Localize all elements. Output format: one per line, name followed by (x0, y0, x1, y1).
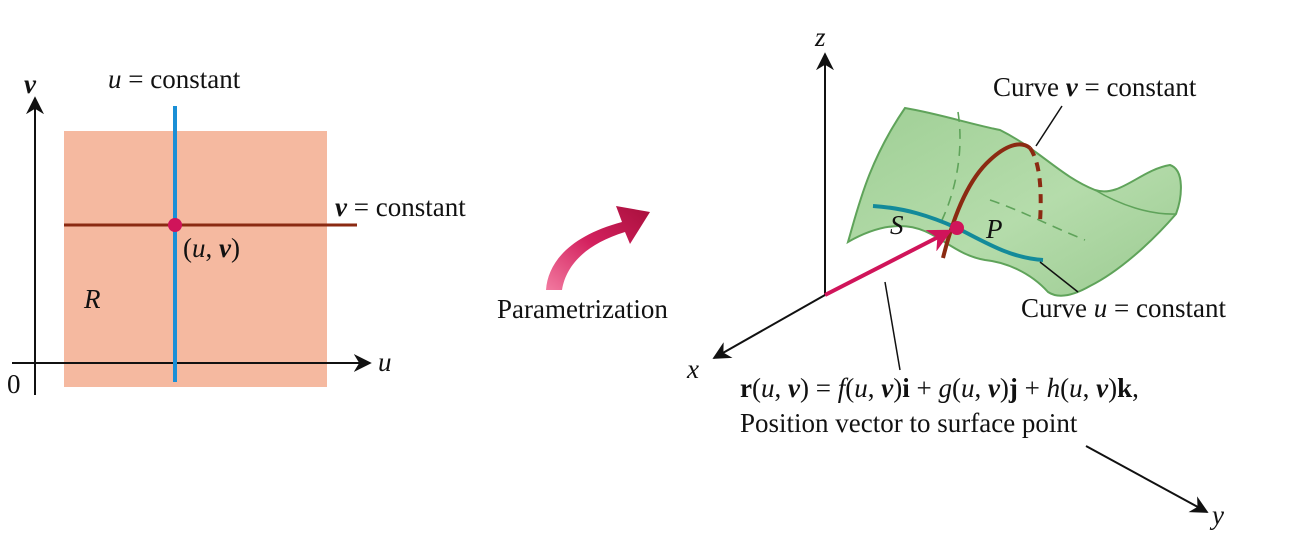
surface-curve-v-constant-hidden (1028, 146, 1043, 223)
point-P-label: P (985, 214, 1003, 244)
v-constant-label: v = constant (335, 192, 466, 222)
position-vector-caption: Position vector to surface point (740, 408, 1078, 438)
curve-v-leader (1035, 105, 1063, 147)
position-vector (824, 229, 953, 297)
surface-hidden-edge (941, 111, 961, 221)
surface-hidden-edge-2 (989, 199, 1086, 241)
axis-v-label: v (24, 69, 37, 99)
x-axis (712, 294, 826, 359)
domain-point-label: (u, v) (183, 233, 240, 263)
surface-label: S (890, 210, 904, 240)
surface-S (846, 106, 1182, 297)
curve-u-leader (1039, 261, 1079, 293)
region-label: R (83, 284, 101, 314)
curved-arrow-icon (546, 206, 650, 290)
equation-leader (884, 281, 901, 371)
surface-panel: z x y S P Curve v = constant Curve u = c… (686, 22, 1226, 530)
axis-y-label: y (1209, 500, 1224, 530)
parametrization-arrow: Parametrization (497, 206, 668, 324)
y-axis (1085, 445, 1209, 513)
region-R (64, 131, 327, 387)
axis-u-label: u (378, 347, 392, 377)
parameter-domain-panel: v u 0 R u = constant v = constant (u, v) (7, 64, 466, 399)
axis-z-label: z (814, 22, 826, 52)
domain-point (168, 218, 182, 232)
curve-u-constant-label: Curve u = constant (1021, 293, 1226, 323)
axis-x-label: x (686, 354, 699, 384)
surface-back-fold (1094, 189, 1177, 215)
position-vector-equation: r(u, v) = f(u, v)i + g(u, v)j + h(u, v)k… (740, 373, 1139, 403)
curve-v-constant-label: Curve v = constant (993, 72, 1197, 102)
surface-point-P (950, 221, 964, 235)
origin-label: 0 (7, 369, 21, 399)
parametrization-caption: Parametrization (497, 294, 668, 324)
u-constant-label: u = constant (108, 64, 241, 94)
